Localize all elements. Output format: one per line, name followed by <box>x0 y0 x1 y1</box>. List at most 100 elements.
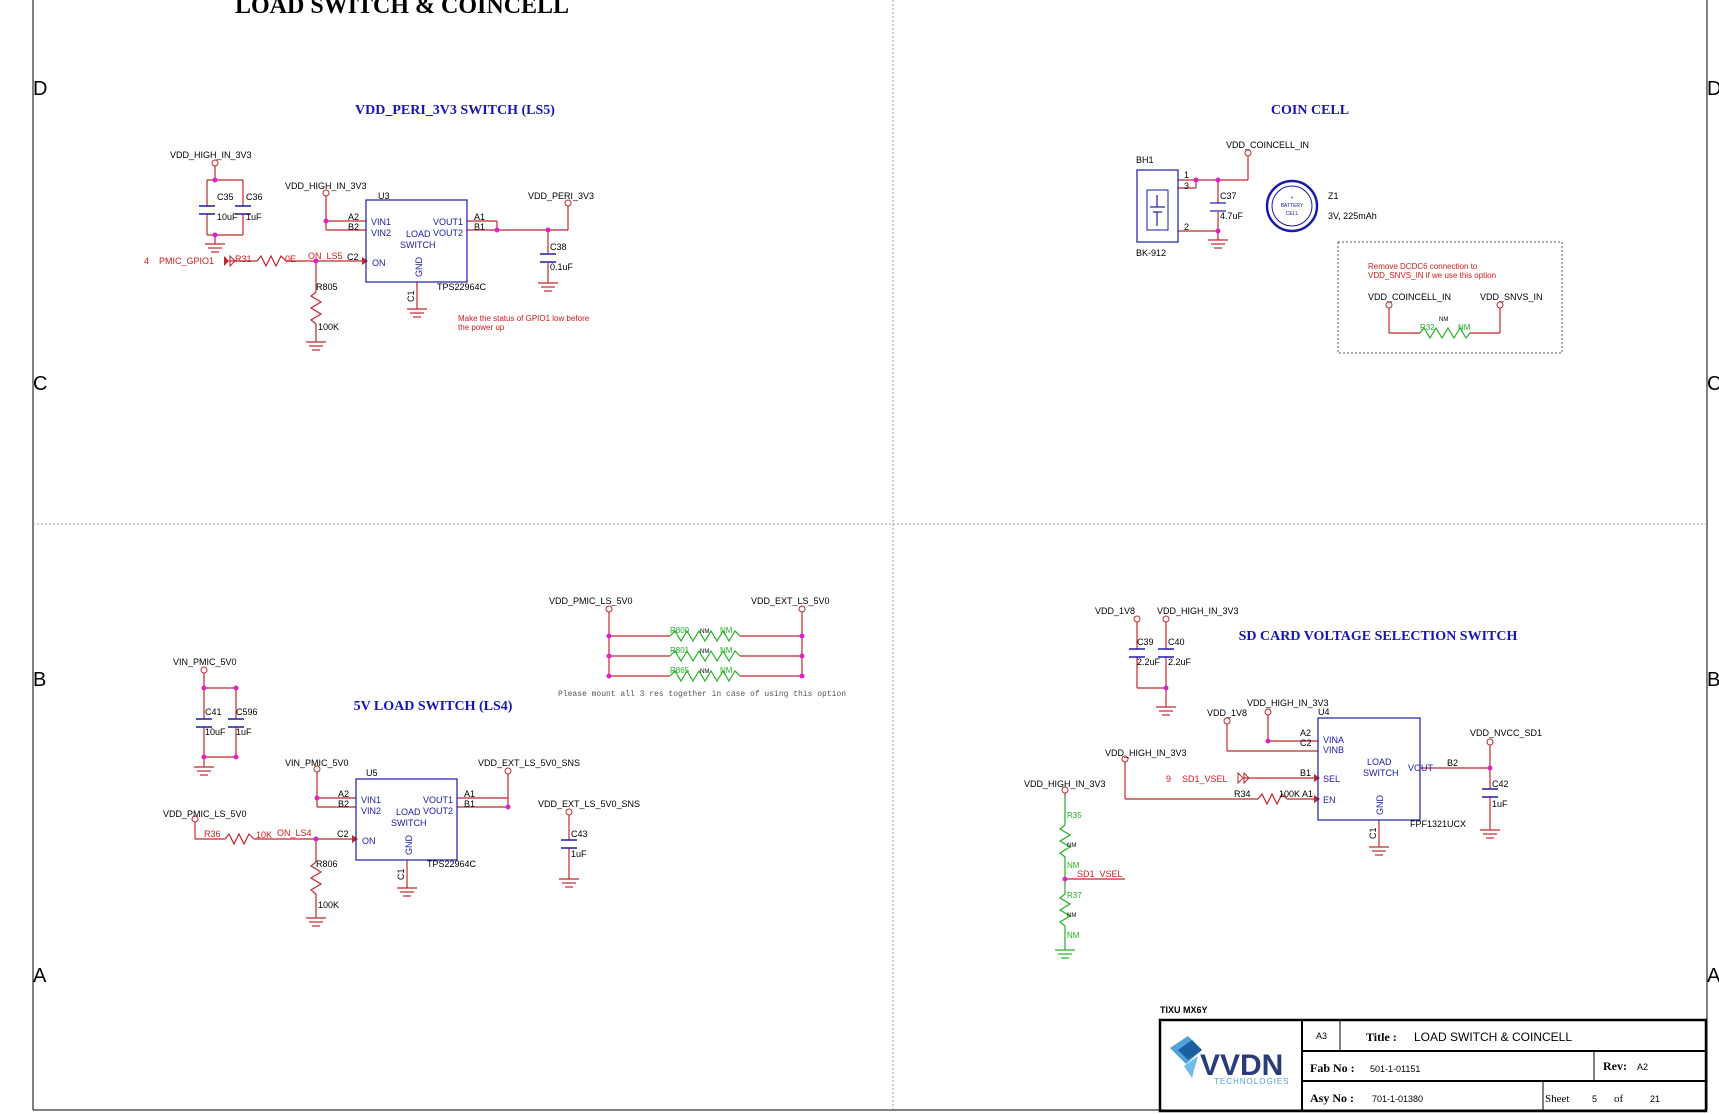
r801-nm-small: NM <box>700 649 709 655</box>
bh1-pin3: 3 <box>1184 181 1189 191</box>
bh1-part: BK-912 <box>1136 248 1166 258</box>
u5-switch: SWITCH <box>391 818 427 828</box>
tb-title-label: Title : <box>1366 1030 1397 1044</box>
zone-b-right: B <box>1707 669 1719 691</box>
zone-c-left: C <box>33 373 47 395</box>
coin-opt-right: VDD_SNVS_IN <box>1480 292 1543 302</box>
ls5-junctions <box>212 177 551 264</box>
u3-pin-b1: B1 <box>474 222 485 232</box>
sd-net-nvcc: VDD_NVCC_SD1 <box>1470 728 1542 738</box>
r800-nm-small: NM <box>700 629 709 635</box>
sd-r34-val: 100K <box>1279 789 1300 799</box>
ls5-note-2: the power up <box>458 323 505 332</box>
ls5-r31: R31 <box>235 254 252 264</box>
ls4-c43-val: 1uF <box>571 849 587 859</box>
u5-vin2: VIN2 <box>361 806 381 816</box>
ls5-c36-val: 1uF <box>246 212 262 222</box>
ls5-c35: C35 <box>217 192 234 202</box>
z1-ref: Z1 <box>1328 191 1339 201</box>
ls4-bypass-junctions <box>606 633 805 679</box>
u5-pin-c1: C1 <box>396 868 406 880</box>
vvdn-logo: VVDN TECHNOLOGIES <box>1170 1036 1289 1086</box>
tb-sheet-label: Sheet <box>1545 1093 1569 1105</box>
u5-pin-names: VIN1 VIN2 VOUT1 VOUT2 LOAD SWITCH ON GND… <box>361 795 453 880</box>
r32-ref: R32 <box>1420 323 1435 332</box>
ls5-r805: R805 <box>316 282 338 292</box>
sd-c39: C39 <box>1137 637 1154 647</box>
u3-pin-c1: C1 <box>406 290 416 302</box>
bh1-cell <box>1146 189 1169 231</box>
zone-d-left: D <box>33 78 47 100</box>
sd-c40-val: 2.2uF <box>1168 657 1192 667</box>
zone-markers: D D C C B B A A <box>33 78 1719 987</box>
u3-load: LOAD <box>406 229 431 239</box>
r32-labels: R32 NM NM <box>1420 317 1471 332</box>
u4-switch: SWITCH <box>1363 768 1399 778</box>
u3-pin-names: VIN1 VIN2 VOUT1 VOUT2 LOAD SWITCH ON GND… <box>371 217 463 302</box>
tb-size: A3 <box>1316 1031 1327 1041</box>
ls4-bypass-left: VDD_PMIC_LS_5V0 <box>549 596 633 606</box>
tb-sheet: 5 <box>1592 1094 1597 1104</box>
ls5-labels: VDD_HIGH_IN_3V3 VDD_HIGH_IN_3V3 VDD_PERI… <box>170 150 594 332</box>
tb-asy-label: Asy No : <box>1310 1091 1354 1105</box>
sd-r37-nm-small: NM <box>1067 913 1076 919</box>
sd-r35-nm-small: NM <box>1067 843 1076 849</box>
r801-ref: R801 <box>670 646 690 655</box>
ls5-grounds <box>205 243 558 351</box>
u3-vout2: VOUT2 <box>433 228 463 238</box>
ls4-net-labels: R36 10K ON_LS4 <box>204 828 312 840</box>
ls5-gpio-num: 4 <box>144 256 149 266</box>
ls4-bypass-refs: R800 NM NM R801 NM NM R865 NM NM <box>670 626 733 675</box>
u5-load: LOAD <box>396 807 421 817</box>
u3-pin-a2: A2 <box>348 212 359 222</box>
u5-on: ON <box>362 836 376 846</box>
sd-vsel-local: SD1_VSEL <box>1077 869 1123 879</box>
tb-project: TIXU MX6Y <box>1160 1005 1208 1015</box>
tb-asy: 701-1-01380 <box>1372 1094 1423 1104</box>
z1-inner <box>1271 185 1313 227</box>
r32-symbol <box>1419 326 1471 340</box>
u3-pin-a1: A1 <box>474 212 485 222</box>
tb-total: 21 <box>1650 1094 1660 1104</box>
sd-net-high-4: VDD_HIGH_IN_3V3 <box>1024 779 1106 789</box>
coin-c37: C37 <box>1220 191 1237 201</box>
sd-section: SD CARD VOLTAGE SELECTION SWITCH <box>1024 606 1542 959</box>
sd-title: SD CARD VOLTAGE SELECTION SWITCH <box>1239 629 1518 644</box>
ls5-ports <box>211 159 572 207</box>
coin-net-vdd: VDD_COINCELL_IN <box>1226 140 1309 150</box>
ls4-r36: R36 <box>204 829 221 839</box>
sd-net-1v8-2: VDD_1V8 <box>1207 708 1247 718</box>
u3-pin-b2: B2 <box>348 222 359 232</box>
sd-net-high-2: VDD_HIGH_IN_3V3 <box>1247 698 1329 708</box>
tb-title: LOAD SWITCH & COINCELL <box>1414 1030 1572 1044</box>
coin-grounds <box>1208 239 1228 249</box>
u5-gnd: GND <box>404 835 414 856</box>
u5-vout2: VOUT2 <box>423 806 453 816</box>
ls5-c38-val: 0.1uF <box>550 262 574 272</box>
u4-pin-b1: B1 <box>1300 768 1311 778</box>
r32-val: NM <box>1458 323 1471 332</box>
zone-d-right: D <box>1707 78 1719 100</box>
u4-vina: VINA <box>1323 735 1344 745</box>
r865-nm-small: NM <box>700 669 709 675</box>
ls5-c35-val: 10uF <box>217 212 238 222</box>
u3-body <box>365 199 468 283</box>
zone-a-right: A <box>1707 965 1719 987</box>
u4-en: EN <box>1323 795 1336 805</box>
sd-c40: C40 <box>1168 637 1185 647</box>
ls5-note: Make the status of GPIO1 low before the … <box>458 314 590 332</box>
ls5-r31-val: 0E <box>285 254 296 264</box>
coin-option-note: Remove DCDC6 connection to VDD_SNVS_IN i… <box>1368 262 1496 280</box>
u3-switch: SWITCH <box>400 240 436 250</box>
u3-pin-c2: C2 <box>347 252 359 262</box>
r800-nm: NM <box>720 626 733 635</box>
coin-section: COIN CELL + BATTERY <box>1136 103 1563 354</box>
ls5-net-labels: 4 PMIC_GPIO1 R31 0E ON_LS5 <box>144 251 343 266</box>
coin-port <box>1244 149 1252 157</box>
coin-wires <box>1178 156 1249 240</box>
u4-sel: SEL <box>1323 774 1340 784</box>
u5-pin-a2: A2 <box>338 789 349 799</box>
sd-grounds <box>1156 706 1500 856</box>
svg-text:+: + <box>1291 195 1294 201</box>
ls5-section: VDD_PERI_3V3 SWITCH (LS5) <box>144 103 594 351</box>
